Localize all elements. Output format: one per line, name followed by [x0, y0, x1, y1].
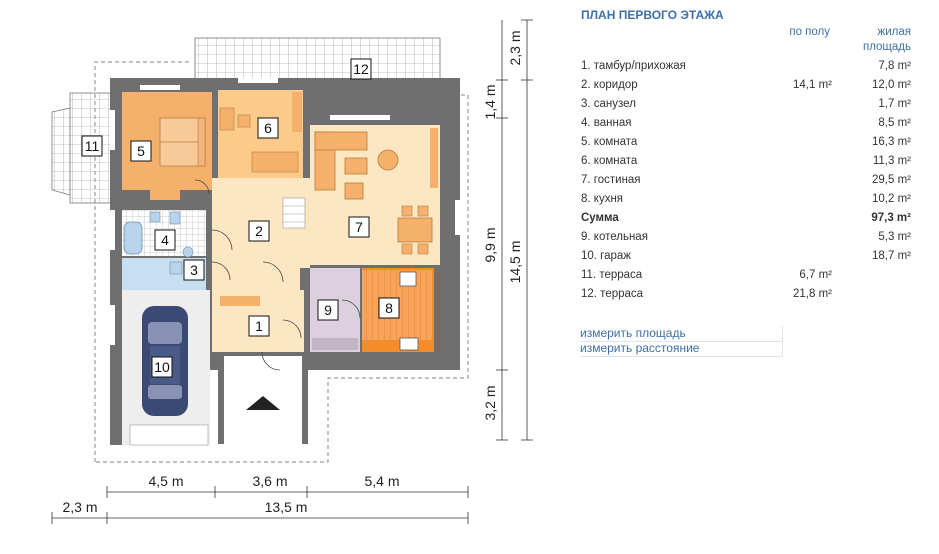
row-name: 3. санузел	[581, 98, 636, 110]
entrance-arrow-icon	[246, 396, 280, 410]
table-row: 12. терраса 21,8 m²	[575, 286, 920, 305]
dim-bottom-total: 13,5 m	[265, 499, 308, 515]
dim-bottom-left: 2,3 m	[62, 499, 97, 515]
dim-bottom-a: 4,5 m	[148, 473, 183, 489]
floor-plan: 1 2 3 4 5 6 7 8 9 10 11 12 2,3 m 1,4 m 9…	[51, 19, 533, 524]
table-row: 5. комната 16,3 m²	[575, 134, 920, 153]
table-row: 8. кухня 10,2 m²	[575, 191, 920, 210]
col-header-floor: по полу	[789, 26, 830, 38]
dim-right-a: 1,4 m	[482, 84, 498, 119]
row-name: 4. ванная	[581, 117, 632, 129]
row-living-area: 97,3 m²	[871, 212, 911, 224]
row-floor-area: 21,8 m²	[793, 288, 832, 300]
dim-right-top: 2,3 m	[507, 30, 523, 65]
room-label-11: 11	[85, 138, 100, 154]
row-name: 7. гостиная	[581, 174, 641, 186]
row-name: Сумма	[581, 212, 619, 224]
row-living-area: 1,7 m²	[878, 98, 911, 110]
dim-bottom-c: 5,4 m	[364, 473, 399, 489]
table-row: Сумма 97,3 m²	[575, 210, 920, 229]
room-label-4: 4	[161, 232, 169, 248]
col-header-living: жилая площадь	[862, 26, 911, 53]
dim-right-b: 9,9 m	[482, 227, 498, 262]
row-name: 11. терраса	[581, 269, 643, 281]
measure-distance-link[interactable]: измерить расстояние	[580, 341, 783, 357]
room-label-12: 12	[353, 61, 369, 77]
row-living-area: 12,0 m²	[872, 79, 911, 91]
row-name: 6. комната	[581, 155, 638, 167]
row-living-area: 7,8 m²	[878, 60, 911, 72]
row-living-area: 29,5 m²	[872, 174, 911, 186]
row-living-area: 10,2 m²	[872, 193, 911, 205]
table-row: 11. терраса 6,7 m²	[575, 267, 920, 286]
room-label-3: 3	[190, 262, 198, 278]
dim-bottom-b: 3,6 m	[252, 473, 287, 489]
row-living-area: 5,3 m²	[878, 231, 911, 243]
row-name: 9. котельная	[581, 231, 648, 243]
table-row: 9. котельная 5,3 m²	[575, 229, 920, 248]
row-name: 8. кухня	[581, 193, 624, 205]
row-name: 2. коридор	[581, 79, 638, 91]
table-row: 6. комната 11,3 m²	[575, 153, 920, 172]
row-floor-area: 6,7 m²	[799, 269, 832, 281]
dim-right-total: 14,5 m	[507, 241, 523, 284]
row-living-area: 8,5 m²	[878, 117, 911, 129]
panel-title: ПЛАН ПЕРВОГО ЭТАЖА	[581, 8, 724, 22]
row-name: 10. гараж	[581, 250, 632, 262]
table-row: 7. гостиная 29,5 m²	[575, 172, 920, 191]
room-label-6: 6	[264, 120, 272, 136]
dim-right-bottom: 3,2 m	[482, 385, 498, 420]
row-name: 1. тамбур/прихожая	[581, 60, 686, 72]
table-row: 1. тамбур/прихожая 7,8 m²	[575, 58, 920, 77]
measure-area-link[interactable]: измерить площадь	[580, 326, 783, 342]
room-label-1: 1	[255, 318, 263, 334]
table-row: 10. гараж 18,7 m²	[575, 248, 920, 267]
row-living-area: 16,3 m²	[872, 136, 911, 148]
room-label-10: 10	[154, 359, 170, 375]
room-label-7: 7	[355, 219, 363, 235]
row-living-area: 11,3 m²	[872, 155, 911, 167]
table-row: 2. коридор 14,1 m² 12,0 m²	[575, 77, 920, 96]
row-name: 12. терраса	[581, 288, 644, 300]
room-label-5: 5	[137, 143, 145, 159]
room-label-8: 8	[385, 300, 393, 316]
row-floor-area: 14,1 m²	[793, 79, 832, 91]
room-label-9: 9	[324, 302, 332, 318]
row-name: 5. комната	[581, 136, 638, 148]
room-label-2: 2	[255, 223, 263, 239]
area-panel: ПЛАН ПЕРВОГО ЭТАЖА по полу жилая площадь…	[575, 0, 935, 554]
row-living-area: 18,7 m²	[872, 250, 911, 262]
table-row: 4. ванная 8,5 m²	[575, 115, 920, 134]
table-row: 3. санузел 1,7 m²	[575, 96, 920, 115]
